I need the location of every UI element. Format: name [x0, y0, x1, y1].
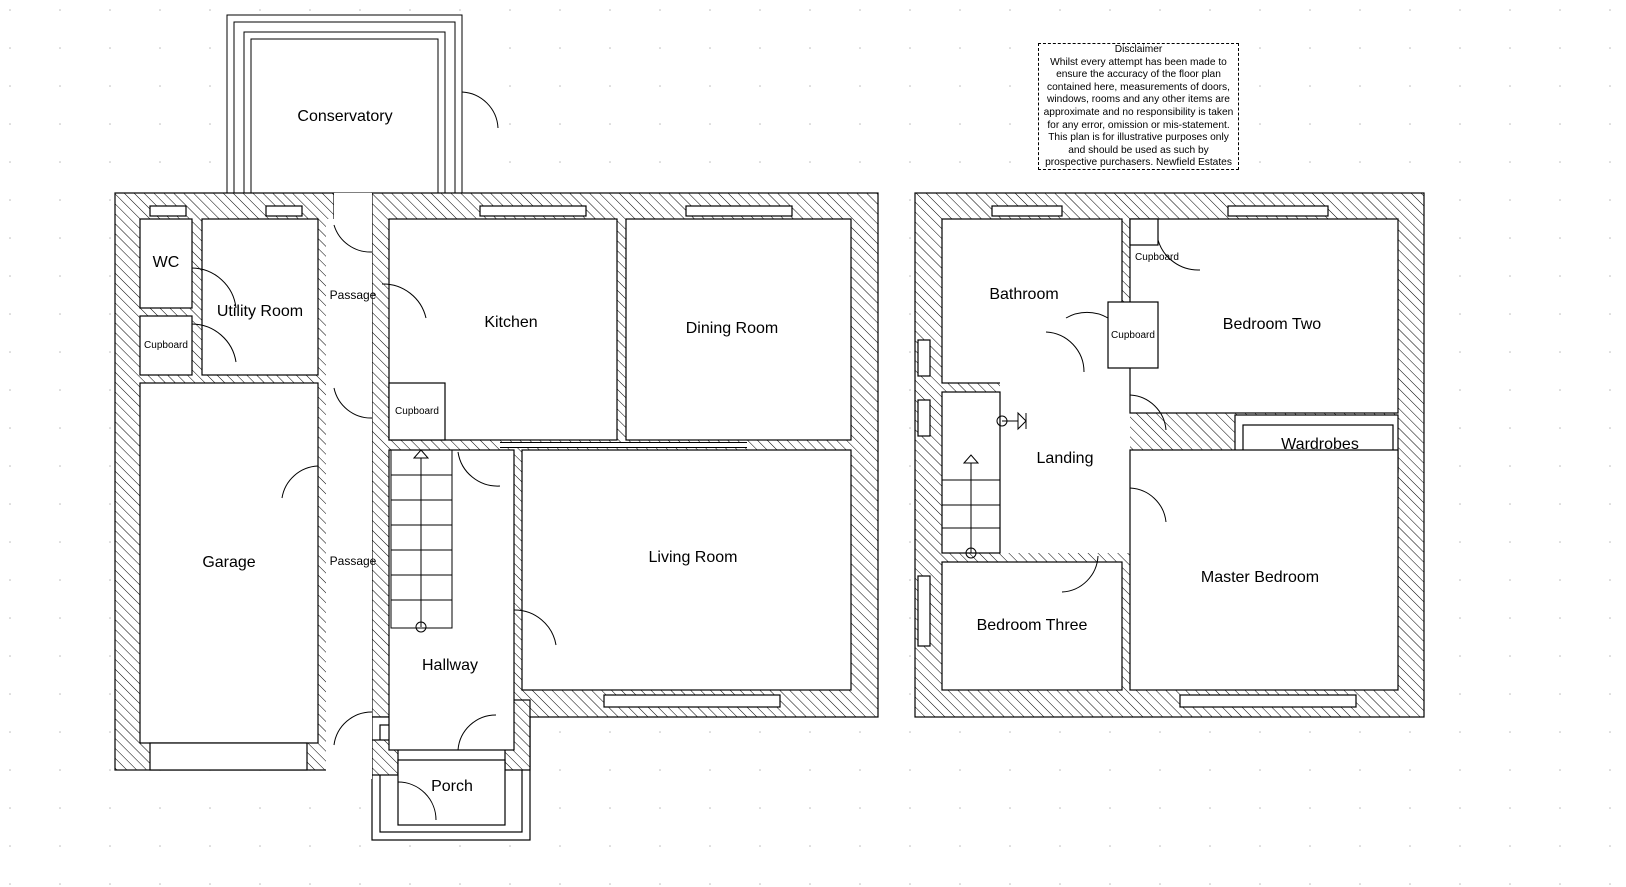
room-label-wc: WC: [153, 254, 180, 271]
ground-floor-walls: [114, 192, 879, 841]
disclaimer-title: Disclaimer: [1114, 44, 1163, 55]
room-label-utility-room: Utility Room: [217, 303, 303, 320]
room-label-porch: Porch: [431, 778, 473, 795]
staircase-first: [942, 411, 1027, 559]
room-label-landing: Landing: [1037, 450, 1094, 467]
room-label-passage-top: Passage: [330, 288, 377, 302]
room-label-garage: Garage: [202, 554, 255, 571]
room-label-passage-side: Passage: [330, 554, 377, 568]
disclaimer-line: Whilst every attempt has been made to: [1050, 56, 1227, 68]
room-label-bathroom: Bathroom: [989, 286, 1058, 303]
conservatory: [226, 14, 463, 194]
room-label-cupboard-top: Cupboard: [1135, 252, 1179, 263]
staircase-ground: [390, 449, 453, 633]
room-label-kitchen: Kitchen: [484, 314, 537, 331]
room-label-wardrobes: Wardrobes: [1281, 436, 1359, 453]
room-label-dining-room: Dining Room: [686, 320, 778, 337]
disclaimer-line: contained here, measurements of doors,: [1047, 81, 1230, 93]
room-label-bedroom-two: Bedroom Two: [1223, 316, 1322, 333]
disclaimer-line: and should be used as such by: [1068, 144, 1209, 156]
room-label-living-room: Living Room: [649, 549, 738, 566]
disclaimer-line: ensure the accuracy of the floor plan: [1056, 69, 1221, 81]
room-label-cupboard-hall: Cupboard: [395, 406, 439, 417]
door-arcs-ground: [191, 91, 557, 821]
disclaimer-line: approximate and no responsibility is tak…: [1043, 106, 1234, 118]
disclaimer-line: windows, rooms and any other items are: [1047, 94, 1230, 106]
first-floor-walls: [914, 192, 1425, 718]
disclaimer-box: Disclaimer Whilst every attempt has been…: [1038, 43, 1239, 170]
room-label-conservatory: Conservatory: [297, 108, 392, 125]
disclaimer-line: for any error, omission or mis-statement…: [1047, 119, 1230, 131]
room-label-cupboard-mid: Cupboard: [1111, 330, 1155, 341]
room-label-hallway: Hallway: [422, 657, 478, 674]
door-arcs-first: [1045, 239, 1201, 593]
disclaimer-line: prospective purchasers. Newfield Estates: [1045, 157, 1232, 169]
room-label-bedroom-three: Bedroom Three: [977, 617, 1088, 634]
room-label-cupboard-utility: Cupboard: [144, 340, 188, 351]
room-label-master-bedroom: Master Bedroom: [1201, 569, 1319, 586]
disclaimer-line: This plan is for illustrative purposes o…: [1048, 132, 1229, 144]
